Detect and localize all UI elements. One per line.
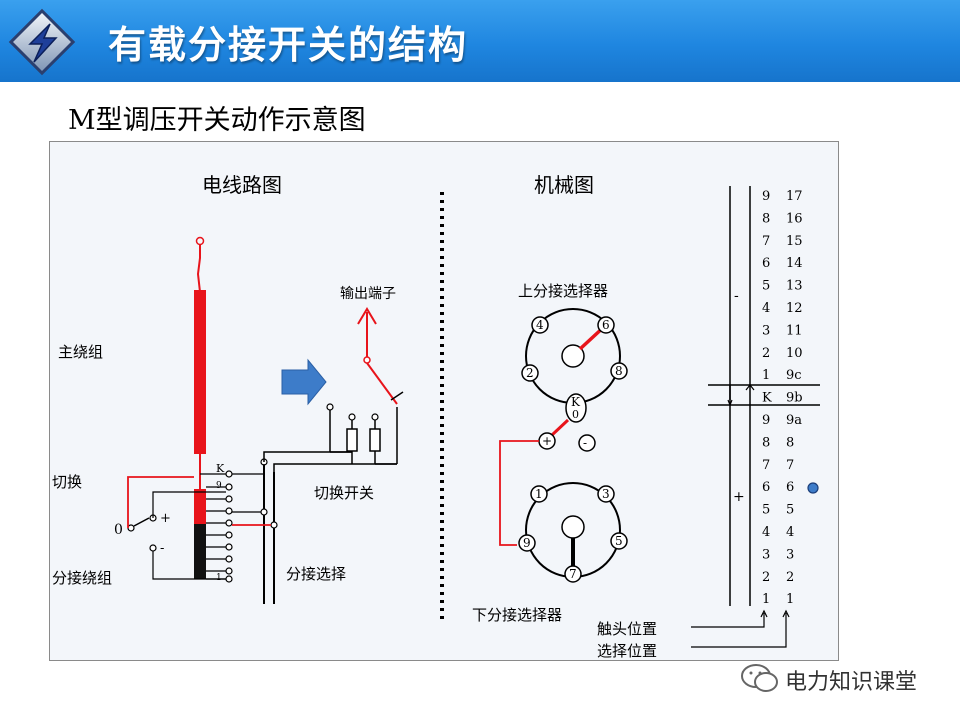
scale-select-4: 5	[762, 279, 770, 294]
scale-select-16: 3	[762, 547, 770, 562]
scale-contact-10: 9a	[786, 413, 802, 428]
wechat-icon	[741, 664, 778, 692]
scale-contact-0: 17	[786, 189, 803, 204]
tap-changer-diagram: 电线路图 机械图 主绕组 K 9 1 0	[52, 173, 820, 660]
scale-lower-sign: +	[733, 489, 745, 505]
diagram-subtitle: M型调压开关动作示意图	[68, 105, 366, 136]
label-tap-winding: 分接绕组	[52, 569, 112, 587]
winding-lead	[196, 244, 201, 293]
tap-1-label: 1	[216, 573, 222, 583]
top-terminal	[195, 236, 205, 246]
title-banner: 有载分接开关的结构	[0, 0, 960, 82]
svg-text:-: -	[583, 436, 587, 450]
watermark-text: 电力知识课堂	[785, 670, 918, 695]
scale-contact-15: 4	[786, 525, 794, 540]
scale-contact-1: 16	[786, 211, 803, 226]
lower-contact-3: 3	[602, 487, 610, 501]
right-heading: 机械图	[534, 173, 594, 197]
scale-select-17: 2	[762, 570, 770, 585]
svg-text:0: 0	[572, 408, 579, 421]
upper-contact-8: 8	[615, 364, 623, 378]
switch-minus: -	[160, 541, 164, 556]
k-contact	[565, 393, 587, 423]
tap-k-label: K	[216, 462, 225, 475]
scale-select-2: 7	[762, 234, 770, 249]
label-switch: 切换	[52, 473, 82, 491]
left-heading: 电线路图	[202, 173, 282, 197]
switch-zero: 0	[114, 522, 123, 538]
lower-contact-1: 1	[535, 487, 543, 501]
label-upper-selector: 上分接选择器	[518, 282, 608, 300]
label-tap-select: 分接选择	[286, 565, 346, 583]
scale-select-15: 4	[762, 525, 770, 540]
label-contact-position: 触头位置	[597, 620, 657, 638]
switch-plus: +	[160, 511, 171, 526]
tap-leads	[200, 470, 233, 583]
lower-contact-9: 9	[523, 536, 531, 550]
motion-arrow-icon	[281, 358, 327, 406]
minus-contact	[578, 434, 596, 452]
scale-select-9: K	[762, 391, 772, 406]
label-diverter: 切换开关	[314, 484, 374, 502]
lower-contact-7: 7	[569, 567, 577, 581]
scale-contact-4: 13	[786, 279, 803, 294]
resistor-1	[346, 428, 358, 452]
label-select-position: 选择位置	[597, 642, 657, 660]
scale-contact-8: 9c	[786, 368, 802, 383]
scale-contact-12: 7	[786, 458, 794, 473]
upper-dial-contacts: 4 6 2 8	[521, 316, 628, 382]
scale-select-0: 9	[762, 189, 770, 204]
upper-contact-4: 4	[536, 318, 544, 332]
scale-contact-9: 9b	[786, 391, 803, 406]
scale-select-18: 1	[762, 592, 770, 607]
svg-text:+: +	[542, 434, 552, 448]
upper-contact-2: 2	[526, 366, 534, 380]
scale-select-13: 6	[762, 480, 770, 495]
scale-select-6: 3	[762, 323, 770, 338]
label-output-terminal: 输出端子	[340, 286, 396, 302]
scale-contact-2: 15	[786, 234, 803, 249]
scale-contact-5: 12	[786, 301, 803, 316]
tap-winding-black	[194, 524, 206, 579]
scale-contact-16: 3	[786, 547, 794, 562]
svg-text:K: K	[571, 395, 581, 409]
scale-select-7: 2	[762, 346, 770, 361]
label-main-winding: 主绕组	[58, 343, 103, 361]
position-indicator	[807, 482, 819, 494]
main-winding-coil	[194, 290, 206, 454]
scale-contact-6: 11	[786, 323, 803, 338]
scale-select-8: 1	[762, 368, 770, 383]
scale-select-10: 9	[762, 413, 770, 428]
tap-winding-red	[194, 489, 206, 529]
scale-select-12: 7	[762, 458, 770, 473]
scale-contact-11: 8	[786, 435, 794, 450]
scale-contact-14: 5	[786, 503, 794, 518]
resistor-2	[369, 428, 381, 452]
scale-contact-18: 1	[786, 592, 794, 607]
scale-contact-3: 14	[786, 256, 803, 271]
page-title: 有载分接开关的结构	[108, 23, 469, 67]
scale-select-11: 8	[762, 435, 770, 450]
output-arrow-icon	[357, 307, 377, 325]
diagram-panel: 电线路图 机械图 主绕组 K 9 1 0	[49, 141, 839, 661]
label-lower-selector: 下分接选择器	[472, 606, 562, 624]
lower-contact-5: 5	[615, 534, 623, 548]
scale-contact-17: 2	[786, 570, 794, 585]
scale-select-1: 8	[762, 211, 770, 226]
lightning-badge-icon	[8, 8, 76, 76]
scale-select-14: 5	[762, 503, 770, 518]
scale-select-5: 4	[762, 301, 770, 316]
scale-upper-sign: -	[734, 288, 739, 304]
tap-9-label: 9	[216, 481, 222, 491]
scale-select-3: 6	[762, 256, 770, 271]
scale-contact-13: 6	[786, 480, 794, 495]
scale-contact-7: 10	[786, 346, 803, 361]
lower-dial-contacts: 1 3 9 5 7	[518, 485, 628, 583]
upper-contact-6: 6	[602, 318, 610, 332]
